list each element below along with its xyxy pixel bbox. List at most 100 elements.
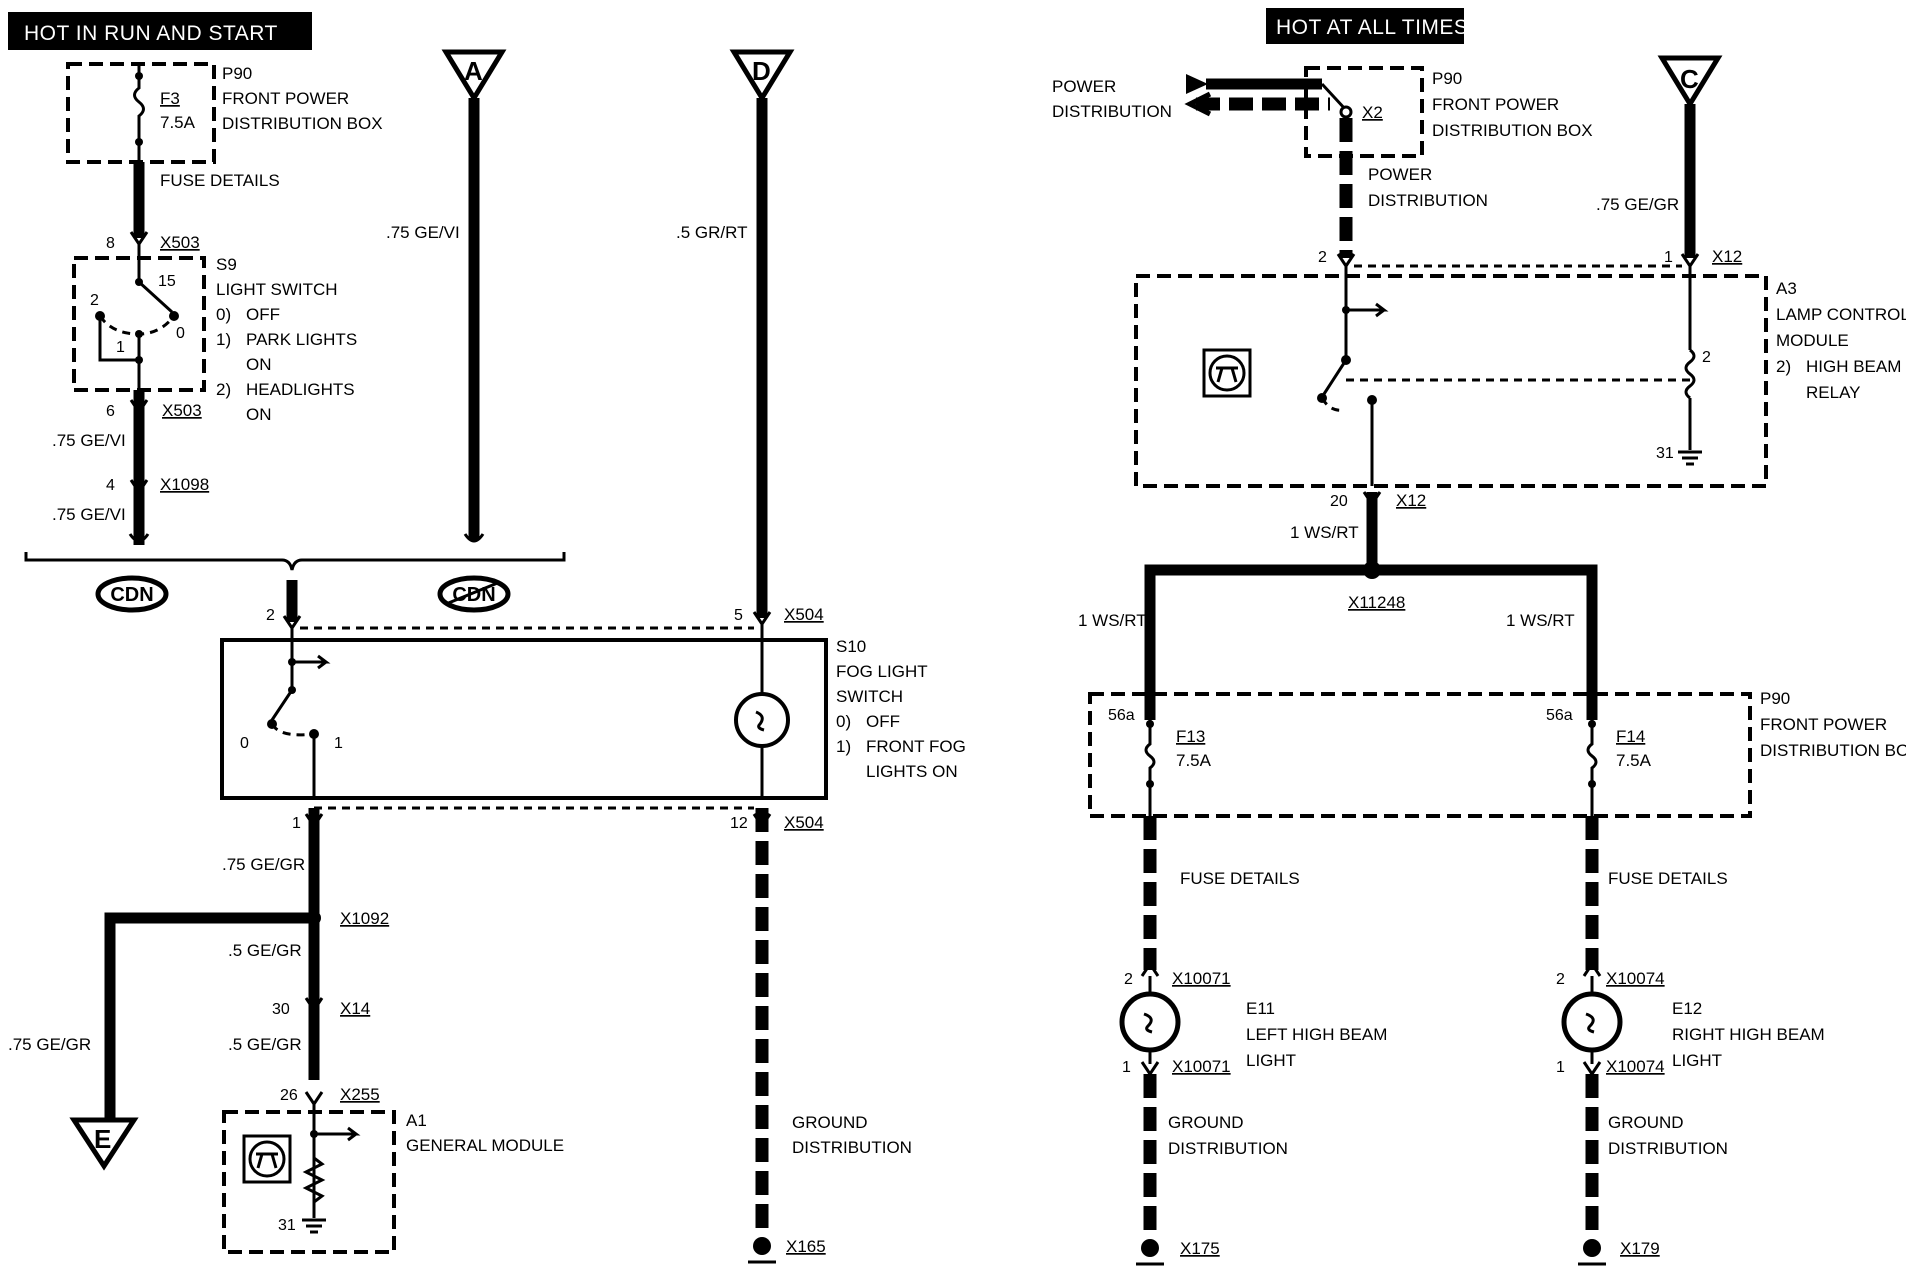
connector-e-letter: E [94, 1124, 111, 1154]
x1098-pin4: 4 [106, 477, 115, 494]
s10-pin12: 12 [730, 815, 748, 832]
p90-left-fuse-box: F3 7.5A P90 FRONT POWER DISTRIBUTION BOX… [66, 62, 383, 190]
p90-right-line2: DISTRIBUTION BOX [1760, 741, 1906, 760]
s9-opt1-num: 1) [216, 330, 231, 349]
e11-pin2: 2 [1124, 971, 1133, 988]
wire-a-label: .75 GE/VI [386, 223, 460, 242]
connector-a: A [441, 49, 507, 543]
e11-x-ground: X175 [1180, 1239, 1220, 1258]
p90-right-top-line1: FRONT POWER [1432, 95, 1559, 114]
e12-ground-2: DISTRIBUTION [1608, 1139, 1728, 1158]
e11-x-bottom: X10071 [1172, 1057, 1231, 1076]
a3-opt-b: RELAY [1806, 383, 1861, 402]
a3-pin2-top: 2 [1318, 249, 1327, 266]
a1-pin31: 31 [278, 1217, 296, 1234]
power-dist-left-1: POWER [1052, 77, 1116, 96]
s10-opt0-num: 0) [836, 712, 851, 731]
s9-pin1: 1 [116, 339, 125, 356]
a3-wire-label: 1 WS/RT [1290, 523, 1359, 542]
fuse-f13-icon [1144, 720, 1156, 816]
a3-x12-label: X12 [1396, 491, 1426, 510]
a3-id: A3 [1776, 279, 1797, 298]
x503-bottom-label: X503 [162, 401, 202, 420]
s10-line2: SWITCH [836, 687, 903, 706]
e12-pin2: 2 [1556, 971, 1565, 988]
e11-id: E11 [1246, 999, 1275, 1018]
s9-id: S9 [216, 255, 237, 274]
header-hot-in-run-and-start: HOT IN RUN AND START [8, 12, 312, 50]
f14-rating: 7.5A [1616, 751, 1652, 770]
e12-fuse-details: FUSE DETAILS [1608, 869, 1728, 888]
cdn-left: CDN [110, 584, 153, 606]
a3-pin2: 2 [1702, 349, 1711, 366]
p90-right-top-line2: DISTRIBUTION BOX [1432, 121, 1593, 140]
x1098-label: X1098 [160, 475, 209, 494]
wire-5gegr-b: .5 GE/GR [228, 1035, 302, 1054]
e11-fuse-details: FUSE DETAILS [1180, 869, 1300, 888]
module-icon-a3 [1208, 354, 1246, 392]
ground-left-line2: DISTRIBUTION [792, 1138, 912, 1157]
ground-x175-icon [1136, 1239, 1164, 1266]
p90-right-top: X2 [1304, 66, 1424, 158]
e11-ground-2: DISTRIBUTION [1168, 1139, 1288, 1158]
s10-pin1: 1 [334, 735, 343, 752]
x504-top-label: X504 [784, 605, 824, 624]
wire-d-label: .5 GR/RT [676, 223, 747, 242]
e11-line1: LEFT HIGH BEAM [1246, 1025, 1387, 1044]
p90-left-fuse-details: FUSE DETAILS [160, 171, 280, 190]
e11-pin1: 1 [1122, 1059, 1131, 1076]
splice-x11248-icon [1363, 561, 1381, 579]
s10-pin2: 2 [266, 607, 275, 624]
a1-general-module: 31 [222, 1104, 396, 1254]
x1092-label: X1092 [340, 909, 389, 928]
connector-c-letter: C [1680, 64, 1699, 94]
power-dist-left-2: DISTRIBUTION [1052, 102, 1172, 121]
a3-opt-a: HIGH BEAM [1806, 357, 1901, 376]
p90-left-line2: DISTRIBUTION BOX [222, 114, 383, 133]
s10-pin5: 5 [734, 607, 743, 624]
e11-high-beam-lamp [1119, 976, 1181, 1064]
fuse-f3-label: F3 [160, 89, 180, 108]
s9-opt0-num: 0) [216, 305, 231, 324]
cdn-brace: CDN CDN [24, 552, 566, 613]
s9-pin6: 6 [106, 403, 115, 420]
s9-opt0: OFF [246, 305, 280, 324]
p90-right-id: P90 [1760, 689, 1790, 708]
a1-name: GENERAL MODULE [406, 1136, 564, 1155]
x14-label: X14 [340, 999, 370, 1018]
a3-line1: LAMP CONTROL [1776, 305, 1906, 324]
s10-opt1b: LIGHTS ON [866, 762, 958, 781]
ground-x179-icon [1578, 1239, 1606, 1266]
power-dist-mid-1: POWER [1368, 165, 1432, 184]
power-dist-mid-2: DISTRIBUTION [1368, 191, 1488, 210]
s10-fog-light-switch: 0 1 [220, 624, 828, 800]
e11-ground-1: GROUND [1168, 1113, 1244, 1132]
ground-left-line1: GROUND [792, 1113, 868, 1132]
p90-left-id: P90 [222, 64, 252, 83]
x503-top-label: X503 [160, 233, 200, 252]
e12-line1: RIGHT HIGH BEAM [1672, 1025, 1825, 1044]
x504-bottom-label: X504 [784, 813, 824, 832]
s9-opt2a: HEADLIGHTS [246, 380, 355, 399]
splice-wire-left: 1 WS/RT [1078, 611, 1147, 630]
a3-lamp-control-module: 2 31 [1134, 266, 1768, 488]
s9-pin8: 8 [106, 235, 115, 252]
e11-x-top: X10071 [1172, 969, 1231, 988]
ground-x165-label: X165 [786, 1237, 826, 1256]
connector-a-letter: A [464, 56, 483, 86]
e12-high-beam-lamp [1561, 976, 1623, 1064]
e12-ground-1: GROUND [1608, 1113, 1684, 1132]
f14-pin56a: 56a [1546, 707, 1573, 724]
s10-id: S10 [836, 637, 866, 656]
connector-e: E [69, 1117, 139, 1171]
s10-opt1a: FRONT FOG [866, 737, 966, 756]
s9-opt2b: ON [246, 405, 272, 424]
connector-d-letter: D [752, 56, 771, 86]
e12-x-top: X10074 [1606, 969, 1665, 988]
wire-e-label: .75 GE/GR [8, 1035, 91, 1054]
fuse-f3-icon [133, 64, 145, 162]
wire-5gegr-a: .5 GE/GR [228, 941, 302, 960]
s10-opt1-num: 1) [836, 737, 851, 756]
s10-opt0: OFF [866, 712, 900, 731]
